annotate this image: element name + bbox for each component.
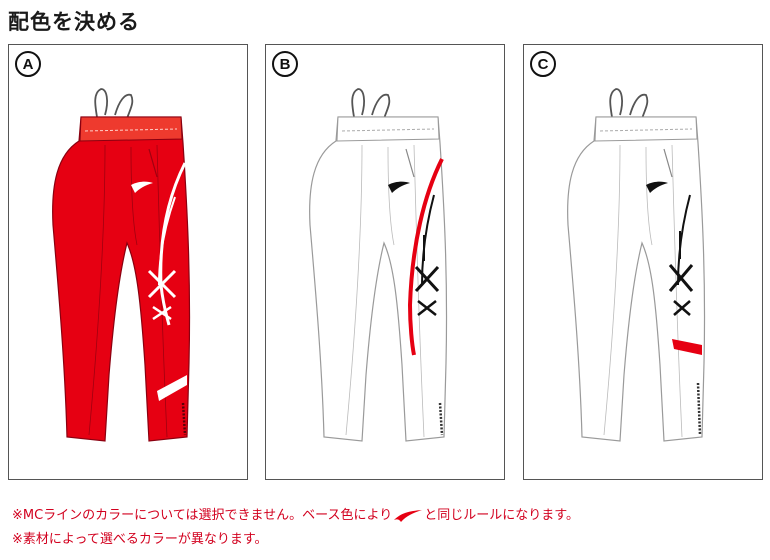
mizuno-runbird-icon — [131, 181, 153, 193]
option-panel-c[interactable]: C — [523, 44, 763, 480]
option-badge-a: A — [15, 51, 41, 77]
pants-illustration-c — [567, 88, 706, 442]
drawstring-icon — [94, 88, 108, 118]
note-line-1: ※MCラインのカラーについては選択できません。ベース色により と同じルールになりま… — [12, 504, 579, 528]
pants-illustration-a — [52, 88, 191, 442]
mizuno-runbird-icon — [394, 510, 423, 522]
note-line-2: ※素材によって選べるカラーが異なります。 — [12, 532, 268, 547]
drawstring-icon — [351, 88, 365, 118]
mizuno-runbird-icon — [388, 181, 410, 193]
notes: ※MCラインのカラーについては選択できません。ベース色により と同じルールになりま… — [12, 504, 579, 552]
drawstring-icon — [609, 88, 623, 118]
page-title: 配色を決める — [8, 10, 140, 34]
option-panel-a[interactable]: A — [8, 44, 248, 480]
option-panel-b[interactable]: B — [265, 44, 505, 480]
option-badge-c: C — [530, 51, 556, 77]
mizuno-runbird-icon — [646, 181, 668, 193]
note-line-1-before: ※MCラインのカラーについては選択できません。ベース色により — [12, 508, 393, 523]
pants-illustration-b — [309, 88, 448, 442]
option-badge-b: B — [272, 51, 298, 77]
note-line-1-after: と同じルールになります。 — [424, 508, 579, 523]
